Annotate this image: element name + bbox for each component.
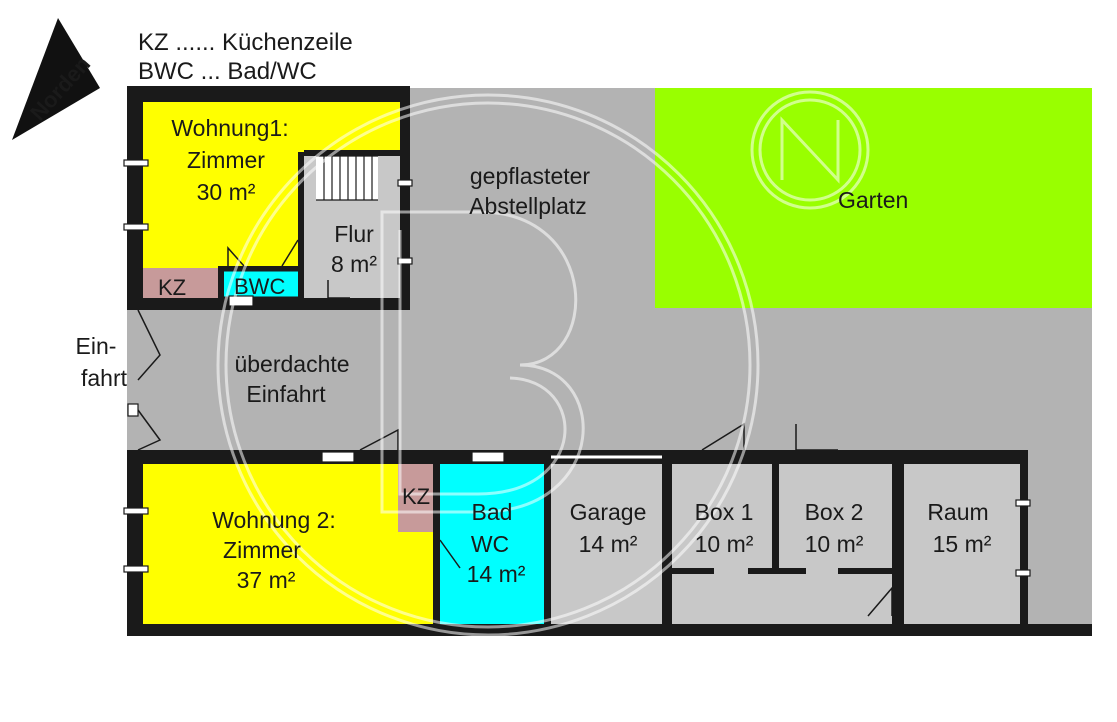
kz2-kitchen: [398, 462, 434, 532]
flur-title: Flur: [334, 221, 374, 247]
abstellplatz-line1: gepflasteter: [470, 163, 591, 189]
box2-room: [778, 462, 892, 572]
flur-area: 8 m²: [331, 251, 377, 277]
wohnung1-area: 30 m²: [197, 179, 256, 205]
wohnung1-type: Zimmer: [187, 147, 265, 173]
garage-area: 14 m²: [579, 531, 638, 557]
box1-area: 10 m²: [695, 531, 754, 557]
bwc-label: BWC: [234, 274, 285, 299]
raum-room: [904, 462, 1022, 624]
stair-area: [316, 156, 378, 200]
garage-label: Garage 14 m²: [570, 499, 647, 557]
kz1-label: KZ: [158, 275, 186, 300]
box-corridor: [672, 572, 892, 624]
door-swings: [137, 239, 893, 617]
bad-label: Bad WC 14 m²: [467, 499, 526, 587]
bad-area: 14 m²: [467, 561, 526, 587]
einfahrt-line2: Einfahrt: [246, 381, 326, 407]
watermark-logo-icon: [216, 90, 870, 637]
raum-area: 15 m²: [933, 531, 992, 557]
garage-room: [550, 462, 662, 624]
wohnung2-title: Wohnung 2:: [212, 507, 336, 533]
box2-area: 10 m²: [805, 531, 864, 557]
einfahrt-side-label: Ein- fahrt: [76, 333, 128, 391]
legend-bwc: BWC ... Bad/WC: [138, 58, 317, 85]
einfahrt-side-line2: fahrt: [81, 365, 128, 391]
wohnung1-title: Wohnung1:: [171, 115, 288, 141]
wohnung2-type: Zimmer: [223, 537, 301, 563]
garage-title: Garage: [570, 499, 647, 525]
einfahrt-label: überdachte Einfahrt: [234, 351, 349, 407]
abstellplatz-label: gepflasteter Abstellplatz: [469, 163, 590, 219]
windows: [123, 159, 1031, 577]
bad-type: WC: [471, 531, 509, 557]
north-arrow-icon: Norden: [12, 18, 100, 140]
abstellplatz-line2: Abstellplatz: [469, 193, 587, 219]
box2-title: Box 2: [805, 499, 864, 525]
bad-title: Bad: [472, 499, 513, 525]
box2-label: Box 2 10 m²: [805, 499, 864, 557]
einfahrt-side-line1: Ein-: [76, 333, 117, 359]
box1-title: Box 1: [695, 499, 754, 525]
flur-label: Flur 8 m²: [331, 221, 377, 277]
legend-kz: KZ ...... Küchenzeile: [138, 29, 353, 56]
wohnung1-label: Wohnung1: Zimmer 30 m²: [171, 115, 288, 205]
wohnung2-area: 37 m²: [237, 567, 296, 593]
garten-label: Garten: [838, 187, 908, 213]
bwc-outline: [220, 268, 302, 300]
box1-label: Box 1 10 m²: [695, 499, 754, 557]
raum-label: Raum 15 m²: [927, 499, 991, 557]
kz2-label: KZ: [402, 484, 430, 509]
garden-area: [655, 88, 1092, 308]
bad-room: [440, 462, 544, 624]
raum-title: Raum: [927, 499, 988, 525]
wohnung2-label: Wohnung 2: Zimmer 37 m²: [212, 507, 336, 593]
kz1-kitchen: [143, 268, 220, 298]
north-building-walls: [127, 86, 410, 310]
wohnung2-room: [143, 462, 433, 624]
einfahrt-line1: überdachte: [234, 351, 349, 377]
